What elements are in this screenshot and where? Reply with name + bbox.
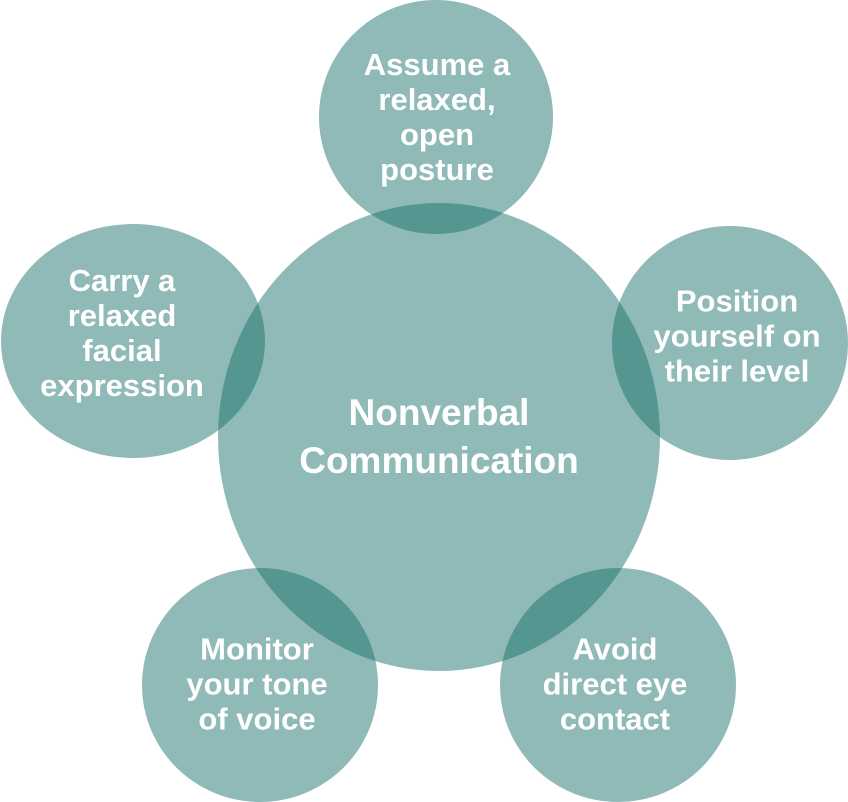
- bottom-right-label-line: Avoid: [572, 631, 658, 667]
- left-label: Carry a relaxed facial expression: [40, 263, 204, 403]
- top-label: Assume a relaxed, open posture: [364, 47, 510, 187]
- right-label-line: yourself on: [653, 318, 821, 354]
- right-label: Position yourself on their level: [653, 284, 820, 389]
- bottom-right-label-line: direct eye: [542, 666, 688, 702]
- top-label-line: relaxed,: [378, 82, 496, 117]
- bottom-left-label-line: of voice: [198, 701, 316, 737]
- center-label: Nonverbal Communication: [299, 389, 579, 485]
- right-circle: [612, 226, 848, 460]
- bottom-right-label-line: contact: [559, 701, 671, 737]
- bottom-left-label: Monitor your tone of voice: [186, 632, 327, 737]
- top-label-line: posture: [380, 152, 494, 187]
- right-label-line: their level: [664, 353, 810, 389]
- bottom-left-label-line: Monitor: [200, 631, 314, 667]
- left-circle: [1, 224, 265, 458]
- left-label-line: relaxed: [67, 298, 177, 333]
- bottom-left-label-line: your tone: [186, 666, 328, 702]
- center-circle: [218, 203, 660, 671]
- top-circle: [319, 0, 553, 234]
- center-label-line: Nonverbal: [348, 392, 530, 433]
- right-label-line: Position: [675, 283, 799, 319]
- top-label-line: Assume a: [363, 47, 511, 82]
- left-label-line: facial: [82, 333, 162, 368]
- bottom-right-label: Avoid direct eye contact: [543, 632, 688, 737]
- bottom-right-circle: [500, 568, 736, 802]
- center-label-line: Communication: [299, 440, 579, 481]
- left-label-line: expression: [40, 368, 204, 403]
- top-label-line: open: [399, 117, 475, 152]
- left-label-line: Carry a: [68, 263, 176, 298]
- bottom-left-circle: [142, 568, 378, 802]
